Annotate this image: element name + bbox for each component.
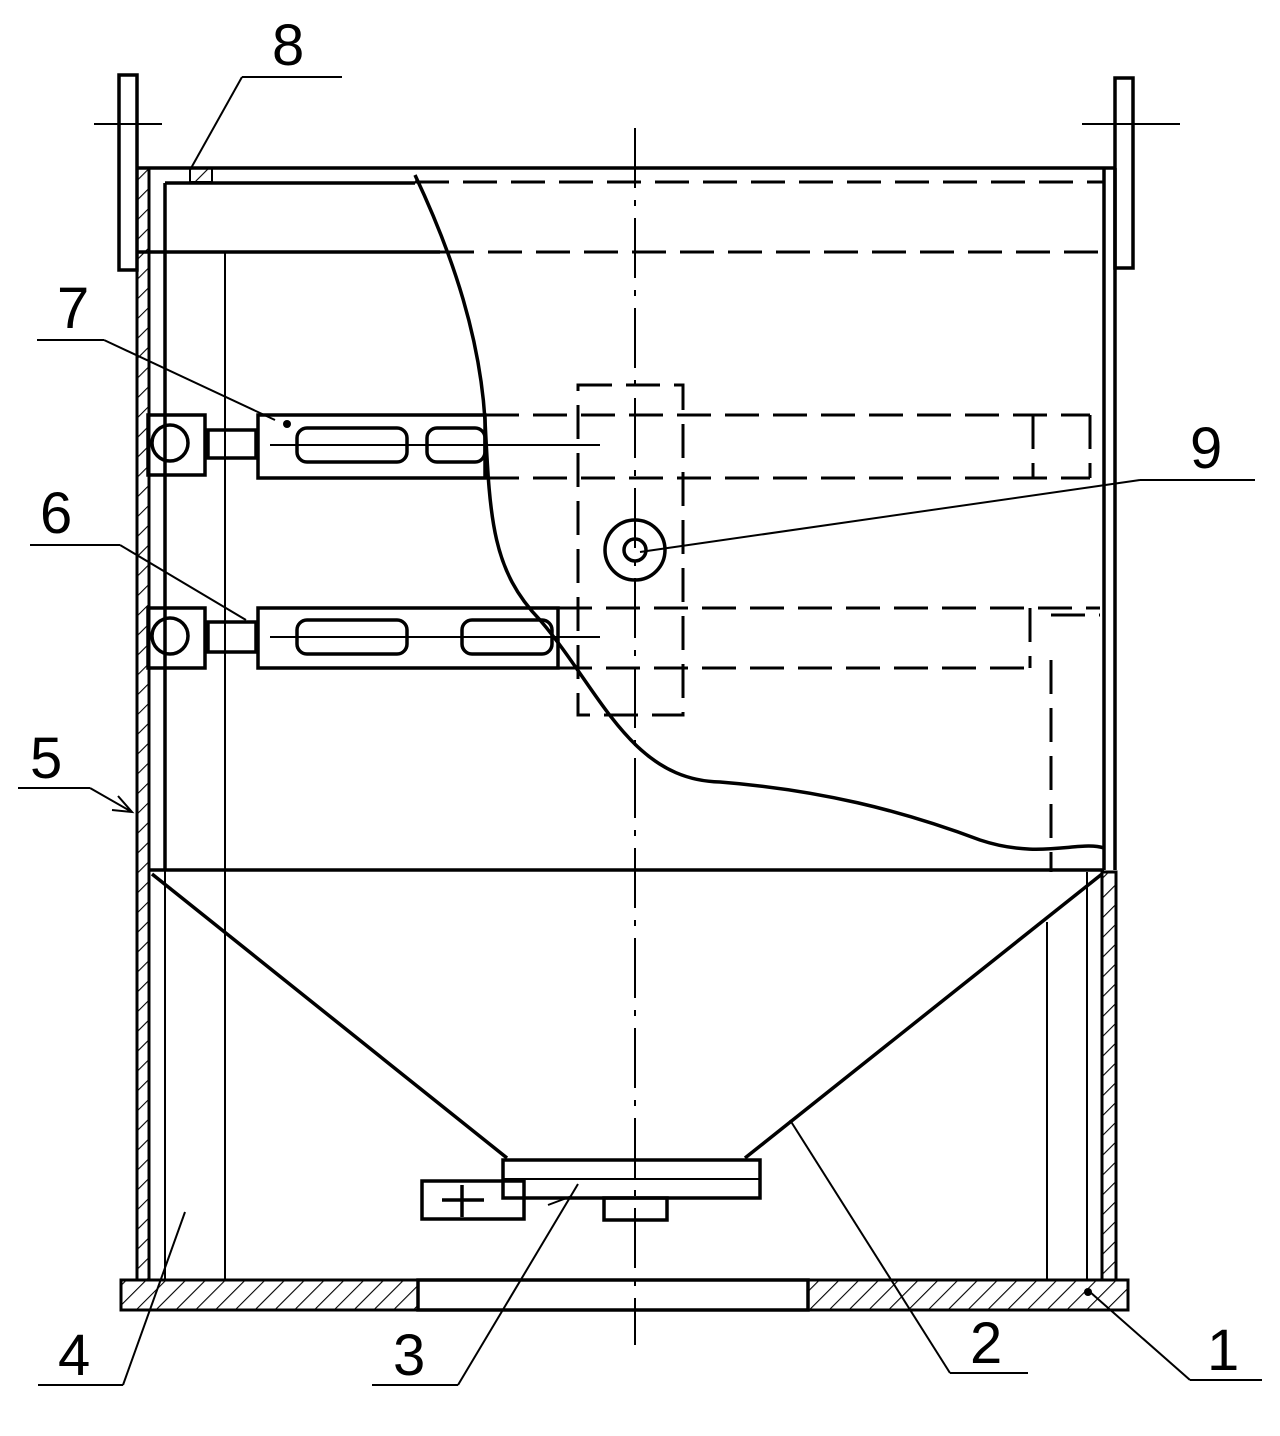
callout-4: 4 [58,1323,90,1388]
outlet-plate [420,1158,762,1222]
pivot-box [576,383,685,717]
callout-7: 7 [57,276,89,341]
upper-roller [146,413,1092,480]
right-side-wall [1046,168,1118,1282]
left-side-wall [135,166,226,1282]
funnel-hopper [150,872,1104,1160]
right-mounting-lug [1082,76,1180,270]
top-plate [137,166,1115,254]
callout-3: 3 [393,1323,425,1388]
break-line [413,174,1105,851]
base-plate [119,1278,1130,1312]
callout-6: 6 [40,481,72,546]
lower-roller [146,606,1100,670]
left-mounting-lug [94,73,162,272]
callout-8: 8 [272,13,304,78]
callout-1: 1 [1207,1318,1239,1383]
callout-2: 2 [970,1311,1002,1376]
callout-5: 5 [30,726,62,791]
leader-lines [18,76,1262,1386]
callout-9: 9 [1190,416,1222,481]
